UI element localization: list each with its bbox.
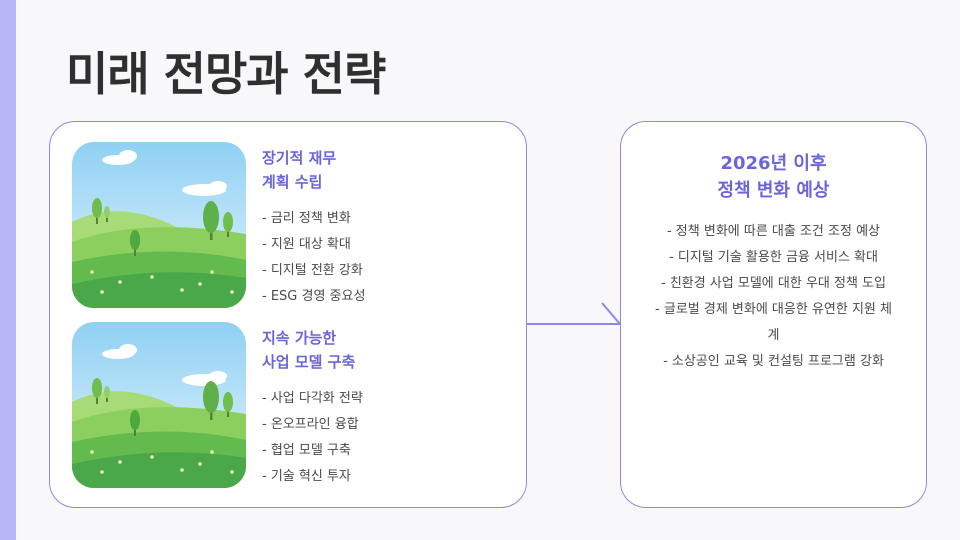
list-item: - 디지털 기술 활용한 금융 서비스 확대: [669, 250, 878, 265]
list-item: - 온오프라인 융합: [262, 417, 359, 432]
list-item: - 지원 대상 확대: [262, 237, 351, 252]
list-item: - 소상공인 교육 및 컨설팅 프로그램 강화: [663, 354, 884, 369]
strategy-list: - 금리 정책 변화 - 지원 대상 확대 - 디지털 전환 강화 - ESG …: [262, 206, 512, 310]
strategy-card: 장기적 재무 계획 수립 - 금리 정책 변화 - 지원 대상 확대 - 디지털…: [49, 121, 527, 508]
outlook-title: 2026년 이후 정책 변화 예상: [717, 153, 830, 201]
strategy-title: 장기적 재무 계획 수립: [262, 149, 337, 191]
page-title: 미래 전망과 전략: [66, 47, 386, 101]
strategy-list: - 사업 다각화 전략 - 온오프라인 융합 - 협업 모델 구축 - 기술 혁…: [262, 386, 512, 490]
list-item: - 금리 정책 변화: [262, 211, 351, 226]
list-item: - 친환경 사업 모델에 대한 우대 정책 도입: [661, 276, 886, 291]
landscape-illustration-icon: [72, 322, 246, 488]
strategy-title: 지속 가능한 사업 모델 구축: [262, 329, 356, 371]
outlook-card: 2026년 이후 정책 변화 예상 - 정책 변화에 따른 대출 조건 조정 예…: [620, 121, 927, 508]
landscape-illustration-icon: [72, 142, 246, 308]
list-item: - 사업 다각화 전략: [262, 391, 363, 406]
list-item: - 협업 모델 구축: [262, 443, 351, 458]
left-accent-bar: [0, 0, 16, 540]
strategy-section: 장기적 재무 계획 수립 - 금리 정책 변화 - 지원 대상 확대 - 디지털…: [262, 146, 512, 310]
outlook-list: - 정책 변화에 따른 대출 조건 조정 예상 - 디지털 기술 활용한 금융 …: [651, 219, 896, 375]
list-item: - 기술 혁신 투자: [262, 469, 351, 484]
list-item: - 정책 변화에 따른 대출 조건 조정 예상: [666, 224, 881, 239]
list-item: - ESG 경영 중요성: [262, 289, 366, 304]
connector-arrow-icon: [527, 302, 621, 325]
list-item: - 글로벌 경제 변화에 대응한 유연한 지원 체계: [655, 302, 892, 343]
strategy-section: 지속 가능한 사업 모델 구축 - 사업 다각화 전략 - 온오프라인 융합 -…: [262, 326, 512, 490]
list-item: - 디지털 전환 강화: [262, 263, 363, 278]
